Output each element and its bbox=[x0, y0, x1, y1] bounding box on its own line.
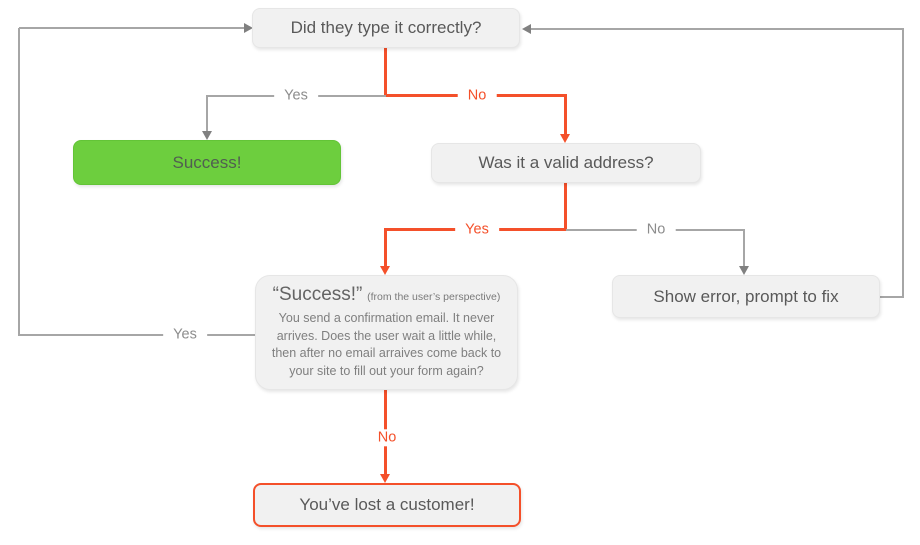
node-lost-customer: You’ve lost a customer! bbox=[253, 483, 521, 527]
node-valid-address: Was it a valid address? bbox=[431, 143, 701, 183]
edge-label-valid-no: No bbox=[636, 221, 676, 239]
fake-success-body: You send a confirmation email. It never … bbox=[271, 310, 502, 379]
node-lost-customer-label: You’ve lost a customer! bbox=[299, 495, 475, 514]
node-valid-address-label: Was it a valid address? bbox=[478, 153, 654, 172]
arrowhead-into-lost-customer bbox=[380, 474, 390, 483]
arrowhead-into-fake-success bbox=[380, 266, 390, 275]
edge-retry-yes-segment-across bbox=[19, 334, 255, 336]
node-success: Success! bbox=[73, 140, 341, 185]
arrowhead-into-valid-address bbox=[560, 134, 570, 143]
edge-typed-no-segment-drop bbox=[384, 48, 387, 95]
edge-retry-yes-segment-up bbox=[18, 28, 20, 336]
edge-typed-yes-segment-down bbox=[206, 95, 208, 131]
edge-valid-yes-segment-down bbox=[384, 228, 387, 266]
edge-fix-loop-segment-out bbox=[880, 296, 904, 298]
edge-label-wait-no: No bbox=[367, 429, 407, 447]
node-typed-correctly: Did they type it correctly? bbox=[252, 8, 520, 48]
node-show-error: Show error, prompt to fix bbox=[612, 275, 880, 318]
fake-success-note: (from the user’s perspective) bbox=[367, 291, 501, 304]
edge-valid-yes-segment-drop bbox=[564, 183, 567, 230]
edge-typed-no-segment-down bbox=[564, 94, 567, 134]
edge-label-retry-yes: Yes bbox=[163, 326, 207, 344]
node-success-label: Success! bbox=[172, 152, 242, 172]
edge-label-typed-yes: Yes bbox=[274, 87, 318, 105]
node-fake-success-heading: “Success!” (from the user’s perspective) bbox=[273, 284, 501, 307]
node-typed-correctly-label: Did they type it correctly? bbox=[290, 18, 482, 37]
edge-label-valid-yes: Yes bbox=[455, 221, 499, 239]
arrowhead-into-typed-left bbox=[244, 23, 253, 33]
fake-success-title: “Success!” bbox=[272, 284, 363, 306]
node-fake-success: “Success!” (from the user’s perspective)… bbox=[255, 275, 518, 390]
node-show-error-label: Show error, prompt to fix bbox=[653, 286, 839, 306]
edge-label-typed-no: No bbox=[457, 87, 497, 105]
edge-fix-loop-segment-top bbox=[531, 28, 903, 30]
arrowhead-into-success bbox=[202, 131, 212, 140]
edge-fix-loop-segment-up bbox=[902, 28, 904, 298]
edge-valid-no-segment-down bbox=[743, 229, 745, 266]
arrowhead-into-typed-right bbox=[522, 24, 531, 34]
arrowhead-into-show-error bbox=[739, 266, 749, 275]
edge-retry-yes-segment-top bbox=[19, 27, 244, 29]
